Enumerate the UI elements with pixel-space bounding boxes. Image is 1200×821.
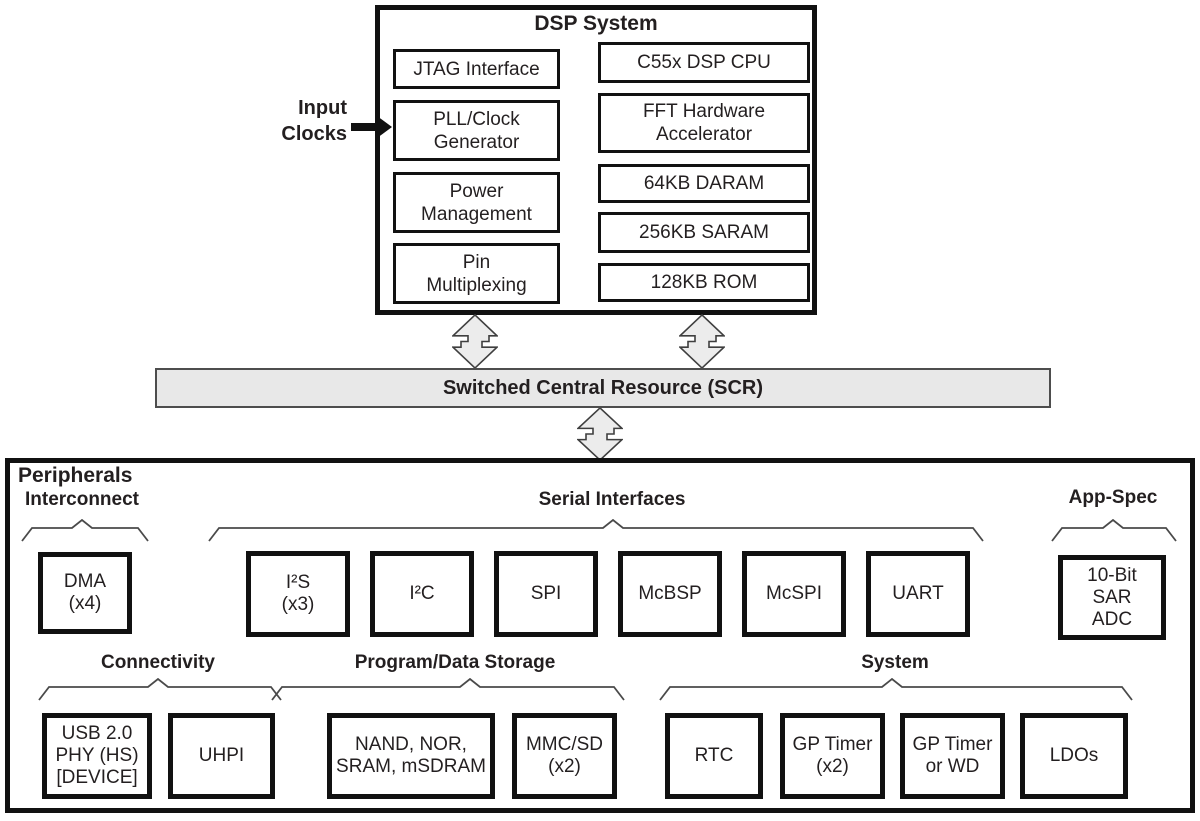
block-fft-hardware-accelerator: FFT Hardware Accelerator <box>598 93 810 153</box>
block-rom: 128KB ROM <box>598 263 810 302</box>
section-label-program-data-storage: Program/Data Storage <box>354 652 556 673</box>
section-label-interconnect: Interconnect <box>24 489 140 510</box>
dsp-system-box: DSP System JTAG Interface PLL/Clock Gene… <box>375 5 817 315</box>
block-uhpi: UHPI <box>168 713 275 799</box>
block-i2c: I²C <box>370 551 474 637</box>
scr-label: Switched Central Resource (SCR) <box>442 376 764 399</box>
block-pll-clock-generator: PLL/Clock Generator <box>393 100 560 161</box>
bidirectional-arrow-icon <box>679 314 725 369</box>
section-brace-icon <box>271 678 625 701</box>
section-brace-icon <box>21 519 149 542</box>
block-i2s: I²S (x3) <box>246 551 350 637</box>
block-power-management: Power Management <box>393 172 560 233</box>
block-ldos: LDOs <box>1020 713 1128 799</box>
section-brace-icon <box>1051 519 1177 542</box>
block-sar-adc: 10-Bit SAR ADC <box>1058 555 1166 640</box>
block-mmc-sd: MMC/SD (x2) <box>512 713 617 799</box>
block-gp-timer: GP Timer (x2) <box>780 713 885 799</box>
peripherals-title: Peripherals <box>18 464 133 487</box>
block-saram: 256KB SARAM <box>598 212 810 253</box>
right-arrow-icon <box>351 116 392 138</box>
block-dma: DMA (x4) <box>38 552 132 634</box>
block-daram: 64KB DARAM <box>598 164 810 203</box>
dsp-system-title: DSP System <box>534 12 658 35</box>
input-clocks-label: Input Clocks <box>281 97 347 145</box>
section-label-app-spec: App-Spec <box>1068 487 1158 508</box>
section-brace-icon <box>38 678 282 701</box>
scr-bar: Switched Central Resource (SCR) <box>155 368 1051 408</box>
block-nand-nor-sram-msdram: NAND, NOR, SRAM, mSDRAM <box>327 713 495 799</box>
block-rtc: RTC <box>665 713 763 799</box>
block-spi: SPI <box>494 551 598 637</box>
block-uart: UART <box>866 551 970 637</box>
bidirectional-arrow-icon <box>577 407 623 461</box>
block-mcspi: McSPI <box>742 551 846 637</box>
section-label-serial-interfaces: Serial Interfaces <box>538 489 686 510</box>
block-jtag-interface: JTAG Interface <box>393 49 560 89</box>
section-brace-icon <box>659 678 1133 701</box>
block-usb-phy: USB 2.0 PHY (HS) [DEVICE] <box>42 713 152 799</box>
block-gp-timer-or-wd: GP Timer or WD <box>900 713 1005 799</box>
section-label-system: System <box>861 652 929 673</box>
block-mcbsp: McBSP <box>618 551 722 637</box>
block-pin-multiplexing: Pin Multiplexing <box>393 243 560 304</box>
peripherals-box: Peripherals Interconnect Serial Interfac… <box>5 458 1195 813</box>
section-label-connectivity: Connectivity <box>100 652 216 673</box>
block-c55x-dsp-cpu: C55x DSP CPU <box>598 42 810 83</box>
bidirectional-arrow-icon <box>452 314 498 369</box>
section-brace-icon <box>208 519 984 542</box>
